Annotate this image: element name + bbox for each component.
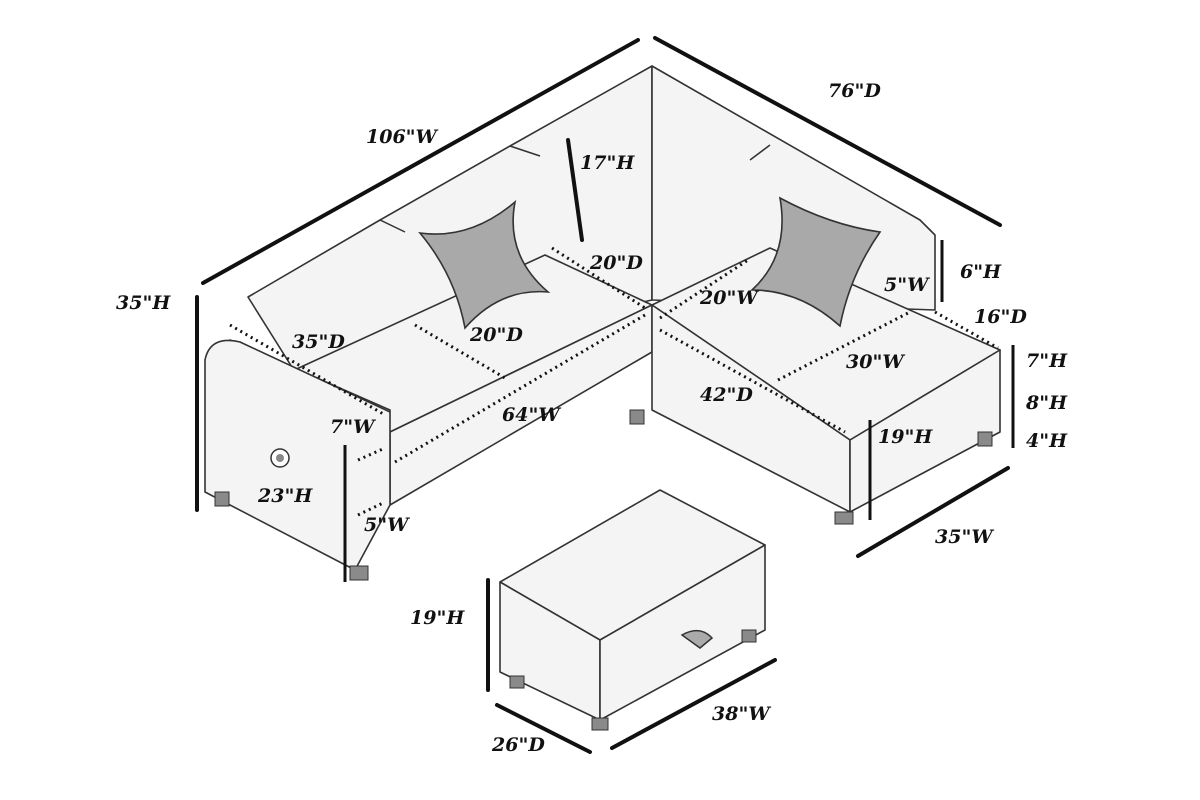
label-chaise-depth: 42"D	[700, 384, 753, 406]
leg	[591, 717, 609, 731]
leg	[977, 431, 993, 447]
label-arm-base-width: 5"W	[364, 514, 409, 536]
leg	[834, 511, 854, 525]
chaise-side	[849, 349, 1001, 513]
label-overall-width: 106"W	[366, 126, 437, 148]
label-leg-height: 4"H	[1026, 430, 1068, 452]
leg	[629, 409, 645, 425]
label-ottoman-width: 38"W	[712, 703, 770, 725]
label-corner-seat-width: 20"W	[700, 287, 758, 309]
label-overall-depth: 76"D	[828, 80, 881, 102]
leg	[349, 565, 369, 581]
label-chaise-arm-height: 6"H	[960, 261, 1002, 283]
back-seam	[379, 219, 406, 233]
pillow-left	[418, 199, 551, 330]
ottoman-side	[599, 544, 766, 721]
label-overall-height: 35"H	[116, 292, 171, 314]
label-arm-width: 7"W	[330, 416, 375, 438]
back-seam	[749, 144, 771, 161]
label-chaise-seat-width: 30"W	[846, 351, 904, 373]
label-chaise-arm-width: 5"W	[884, 274, 929, 296]
leg	[509, 675, 525, 689]
left-arm-roll	[204, 339, 391, 413]
label-chaise-cushion-height: 7"H	[1026, 350, 1068, 372]
back-seam	[509, 145, 541, 157]
label-arm-seat-depth: 35"D	[292, 331, 345, 353]
leg	[214, 491, 230, 507]
label-chaise-back-depth: 16"D	[974, 306, 1027, 328]
label-ottoman-depth: 26"D	[492, 734, 545, 756]
label-chaise-seat-height: 19"H	[878, 426, 933, 448]
pillow-right	[749, 196, 882, 328]
label-chaise-width: 35"W	[935, 526, 993, 548]
label-ottoman-height: 19"H	[410, 607, 465, 629]
label-chaise-base-height: 8"H	[1026, 392, 1068, 414]
ottoman-handle-icon	[680, 629, 714, 649]
dimension-lines	[195, 36, 1015, 754]
leg	[741, 629, 757, 643]
label-arm-height: 23"H	[258, 485, 313, 507]
label-corner-seat-depth: 20"D	[590, 252, 643, 274]
label-back-height: 17"H	[580, 152, 635, 174]
label-seat-depth: 20"D	[470, 324, 523, 346]
usb-port-center	[276, 454, 284, 462]
label-seat-width: 64"W	[502, 404, 560, 426]
